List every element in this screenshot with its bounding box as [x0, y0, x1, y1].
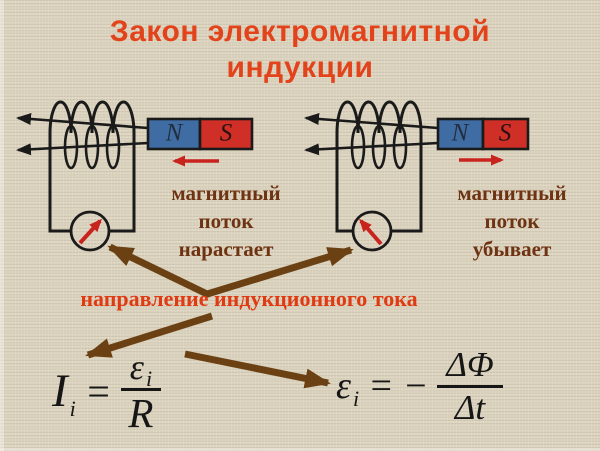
left-flux-caption: магнитный поток нарастает — [151, 179, 301, 263]
arrow-to-emf-formula — [184, 350, 331, 389]
arrow-to-left-galvanometer — [107, 243, 209, 298]
left-galvanometer — [69, 210, 111, 252]
minus-sign: − — [402, 365, 429, 407]
left-circuit-wire — [48, 133, 136, 233]
right-flux-caption-line: поток — [484, 209, 540, 233]
current-subscript: i — [69, 396, 76, 421]
right-magnet-north-label: N — [451, 119, 469, 147]
emf-fraction: ΔΦ Δt — [437, 347, 503, 427]
left-magnet-north-label: N — [165, 119, 183, 147]
right-flux-caption-line: убывает — [472, 237, 552, 261]
time-change-symbol: Δt — [454, 388, 486, 427]
right-circuit-wire — [335, 133, 423, 233]
right-field-line — [304, 112, 439, 130]
equals-sign: = — [368, 365, 394, 407]
left-flux-caption-line: поток — [198, 209, 254, 233]
right-magnet-south — [481, 117, 530, 151]
right-magnet-south-label: S — [498, 119, 512, 147]
right-coil — [335, 100, 423, 134]
arrow-to-right-galvanometer — [202, 246, 354, 299]
current-fraction-numerator: ε i — [120, 347, 162, 391]
title-line-2: индукции — [226, 51, 374, 84]
flux-change-symbol: ΔΦ — [437, 347, 503, 388]
current-lhs: I i — [52, 365, 76, 422]
pointer-arrows — [85, 243, 354, 389]
left-magnet-south — [198, 117, 254, 151]
emf-subscript: i — [145, 366, 153, 391]
slide-title: Закон электромагнитной индукции — [0, 14, 600, 86]
emf-symbol: ε — [129, 347, 144, 387]
emf-lhs: ε i — [336, 365, 359, 411]
left-flux-caption-line: нарастает — [178, 237, 274, 261]
left-field-line — [16, 113, 149, 130]
resistance-symbol: R — [128, 390, 154, 436]
current-fraction: ε i R — [120, 347, 162, 436]
right-field-line — [304, 141, 439, 156]
current-symbol: I — [52, 365, 68, 417]
right-apparatus — [304, 100, 530, 252]
arrow-to-current-formula — [85, 312, 214, 359]
emf-symbol: ε — [336, 365, 351, 407]
right-flux-caption-line: магнитный — [457, 181, 567, 205]
left-field-line — [16, 141, 149, 156]
left-coil — [48, 100, 136, 134]
left-magnet-south-label: S — [219, 119, 233, 147]
induced-current-formula: I i = ε i R — [52, 347, 162, 436]
right-galvanometer — [351, 210, 393, 252]
left-galvanometer-needle — [78, 218, 103, 245]
left-flux-caption-line: магнитный — [171, 181, 281, 205]
left-apparatus — [16, 100, 254, 252]
right-galvanometer-needle — [359, 218, 383, 246]
equals-sign: = — [84, 368, 112, 414]
title-line-1: Закон электромагнитной — [109, 15, 491, 48]
induced-emf-formula: ε i = − ΔΦ Δt — [336, 347, 503, 425]
right-flux-caption: магнитный поток убывает — [437, 179, 587, 263]
emf-subscript: i — [352, 386, 360, 411]
induced-current-direction-label: направление индукционного тока — [80, 286, 418, 311]
